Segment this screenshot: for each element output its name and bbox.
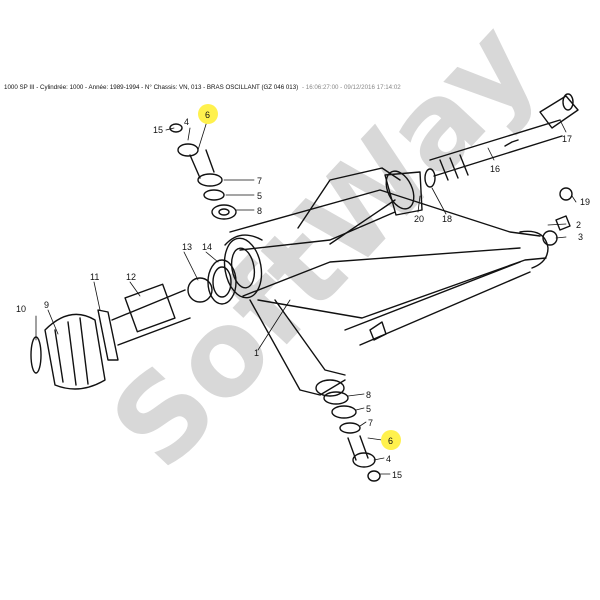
highlight-marker-bottom: [381, 430, 401, 450]
callout-16: 16: [490, 164, 500, 174]
callout-4: 4: [184, 117, 189, 127]
callout-19: 19: [580, 197, 590, 207]
callout-7: 7: [257, 176, 262, 186]
callout-1: 1: [254, 348, 259, 358]
callout-6: 6: [205, 110, 210, 120]
header-title: 1000 SP III - Cylindrée: 1000 - Année: 1…: [4, 84, 299, 91]
snap-ring: [424, 168, 436, 188]
callout-15-lower: 15: [392, 470, 402, 480]
callout-10: 10: [16, 304, 26, 314]
watermark-text: SoftWay: [85, 0, 563, 494]
callout-6-lower: 6: [388, 436, 393, 446]
callout-12: 12: [126, 272, 136, 282]
callout-20: 20: [414, 214, 424, 224]
highlight-marker-top: [198, 104, 218, 124]
drive-shaft: [429, 119, 563, 181]
callout-18: 18: [442, 214, 452, 224]
callout-17: 17: [562, 134, 572, 144]
callout-9: 9: [44, 300, 49, 310]
header-timestamp: - 16:06:27:00 - 09/12/2016 17:14:02: [301, 84, 401, 91]
callout-13: 13: [182, 242, 192, 252]
swingarm-frame: [223, 167, 549, 397]
callout-labels: 15 4 6 7 5 8 13 14 12 11 9 10 1 2 3 19 2…: [16, 110, 590, 480]
tube-sleeve: [539, 93, 579, 129]
callout-3: 3: [578, 232, 583, 242]
callout-15: 15: [153, 125, 163, 135]
callout-11: 11: [90, 272, 99, 282]
pivot-hardware: [542, 187, 573, 246]
callout-8-lower: 8: [366, 390, 371, 400]
gaiter-and-ujoint: [30, 259, 237, 390]
callout-7-lower: 7: [368, 418, 373, 428]
upper-bearing-stack: [169, 123, 237, 220]
callout-5-lower: 5: [366, 404, 371, 414]
callout-4-lower: 4: [386, 454, 391, 464]
diagram-header: 1000 SP III - Cylindrée: 1000 - Année: 1…: [4, 84, 596, 91]
lower-bearing-stack: [323, 391, 381, 482]
callout-14: 14: [202, 242, 212, 252]
callout-8: 8: [257, 206, 262, 216]
callout-2: 2: [576, 220, 581, 230]
callout-5: 5: [257, 191, 262, 201]
